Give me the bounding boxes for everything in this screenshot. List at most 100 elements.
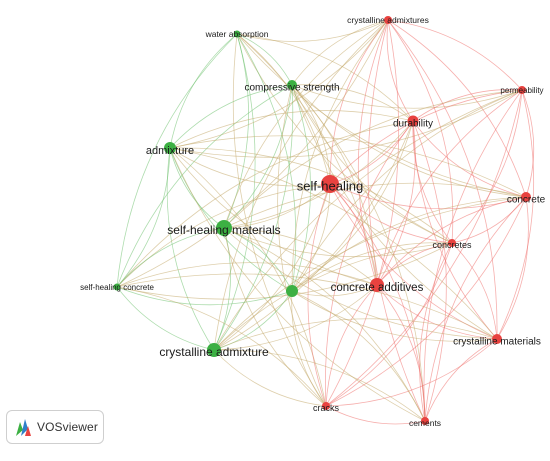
edge-self-healing-materials-crystalline-materials [223, 227, 498, 340]
edge-compressive-strength-cracks [277, 84, 327, 407]
edge-water-absorption-self-healing [236, 33, 331, 185]
edge-compressive-strength-admixture [169, 84, 293, 149]
edge-water-absorption-concrete [236, 33, 527, 198]
edge-crystalline-materials-crystalline-admixture [213, 318, 498, 351]
node-concretes[interactable] [448, 239, 456, 247]
edge-concrete-additives-crystalline-admixture [213, 284, 378, 351]
edge-crystalline-admixtures-admixture [169, 19, 389, 149]
edge-admixture-self-healing-materials [169, 147, 225, 229]
edge-water-absorption-crystalline-admixtures [236, 19, 389, 42]
edge-concrete-unlabeled-green [291, 196, 527, 292]
edge-concrete-crystalline-admixture [213, 196, 527, 351]
edge-admixture-self-healing [169, 147, 331, 187]
edge-admixture-concrete [169, 135, 527, 198]
edge-water-absorption-durability [236, 33, 414, 122]
edge-water-absorption-crystalline-admixture [213, 33, 256, 351]
edge-concretes-concrete-additives [376, 242, 453, 286]
edge-self-healing-concrete-unlabeled-green [116, 286, 293, 306]
edge-durability-admixture [169, 110, 414, 149]
edge-water-absorption-self-healing-materials [223, 33, 249, 229]
edge-self-healing-concretes [329, 183, 453, 244]
edge-admixture-crystalline-admixture [166, 147, 215, 351]
node-admixture[interactable] [164, 142, 176, 154]
node-crystalline-materials[interactable] [492, 334, 502, 344]
edge-concrete-crystalline-materials [496, 196, 529, 340]
node-compressive-strength[interactable] [287, 80, 297, 90]
node-label-concretes: concretes [432, 240, 472, 250]
edge-concretes-crystalline-materials [451, 242, 498, 340]
edge-admixture-cements [169, 147, 426, 422]
edge-permeability-unlabeled-green [291, 89, 523, 292]
vosviewer-logo-icon [16, 419, 31, 436]
edge-concretes-cements [419, 242, 453, 422]
node-self-healing-concrete[interactable] [113, 283, 121, 291]
edge-concretes-crystalline-admixture [213, 242, 453, 351]
edge-crystalline-admixtures-cements [367, 19, 426, 422]
node-label-concrete: concrete [507, 195, 546, 206]
edge-self-healing-materials-concrete-additives [223, 227, 378, 286]
edge-compressive-strength-crystalline-materials [291, 84, 498, 340]
edge-crystalline-admixture-cements [213, 349, 426, 422]
edge-concrete-cracks [325, 196, 527, 407]
node-concrete[interactable] [521, 192, 531, 202]
node-label-cements: cements [409, 418, 441, 428]
edge-durability-concretes [412, 120, 453, 244]
edge-admixture-self-healing-concrete [116, 147, 171, 288]
edge-admixture-concrete-additives [169, 147, 378, 286]
edge-crystalline-admixtures-concretes [387, 19, 454, 244]
node-cracks[interactable] [322, 402, 330, 410]
node-self-healing[interactable] [321, 175, 339, 193]
edge-crystalline-admixtures-self-healing-materials [223, 19, 389, 229]
edge-crystalline-materials-cements [424, 338, 498, 422]
edge-crystalline-admixtures-durability [386, 19, 414, 122]
edge-water-absorption-concretes [236, 33, 453, 244]
node-permeability[interactable] [518, 86, 526, 94]
vosviewer-badge: VOSviewer [6, 410, 104, 444]
node-label-admixture: admixture [146, 145, 194, 157]
node-label-self-healing-concrete: self-healing concrete [80, 283, 154, 292]
node-label-crystalline-admixture: crystalline admixture [159, 345, 269, 359]
edge-self-healing-materials-concretes [223, 227, 453, 258]
edge-durability-self-healing-concrete [116, 120, 414, 288]
node-label-cracks: cracks [313, 403, 340, 413]
node-durability[interactable] [407, 115, 419, 127]
edge-concrete-cements [424, 196, 527, 422]
node-label-compressive-strength: compressive strength [244, 83, 339, 94]
edge-admixture-concretes [169, 147, 453, 244]
node-crystalline-admixture[interactable] [207, 343, 221, 357]
edge-permeability-self-healing-materials [223, 89, 523, 229]
edge-crystalline-admixtures-self-healing [329, 19, 389, 185]
edge-permeability-admixture [169, 89, 523, 158]
edge-concrete-additives-cracks [325, 284, 378, 407]
edge-water-absorption-self-healing-concrete [116, 33, 238, 288]
edge-durability-cements [412, 120, 447, 422]
edge-compressive-strength-cements [291, 84, 426, 422]
edge-durability-crystalline-admixture [213, 120, 414, 351]
edge-compressive-strength-self-healing [291, 84, 331, 185]
edge-unlabeled-green-crystalline-materials [291, 290, 498, 342]
edge-unlabeled-green-cements [291, 290, 426, 422]
node-concrete-additives[interactable] [370, 278, 384, 292]
edge-durability-unlabeled-green [291, 120, 414, 292]
edge-cracks-cements [325, 405, 426, 425]
edge-unlabeled-green-cracks [291, 290, 327, 407]
edge-compressive-strength-permeability [291, 84, 523, 109]
node-crystalline-admixtures[interactable] [384, 16, 392, 24]
node-cements[interactable] [421, 417, 429, 425]
network-edges [116, 19, 535, 425]
edge-permeability-durability [412, 89, 523, 122]
node-unlabeled-green[interactable] [286, 285, 298, 297]
edge-permeability-cracks [325, 89, 523, 407]
edge-self-healing-materials-cements [223, 227, 426, 422]
node-self-healing-materials[interactable] [216, 220, 232, 236]
edge-durability-crystalline-materials [412, 120, 498, 340]
edge-admixture-crystalline-materials [169, 147, 498, 340]
edge-crystalline-materials-cracks [325, 338, 498, 407]
edge-crystalline-admixtures-compressive-strength [291, 19, 389, 86]
node-label-durability: durability [393, 119, 433, 130]
node-label-crystalline-admixtures: crystalline admixtures [347, 15, 429, 25]
edge-water-absorption-unlabeled-green [236, 33, 297, 292]
node-label-concrete-additives: concrete additives [331, 282, 424, 294]
node-water-absorption[interactable] [233, 30, 241, 38]
